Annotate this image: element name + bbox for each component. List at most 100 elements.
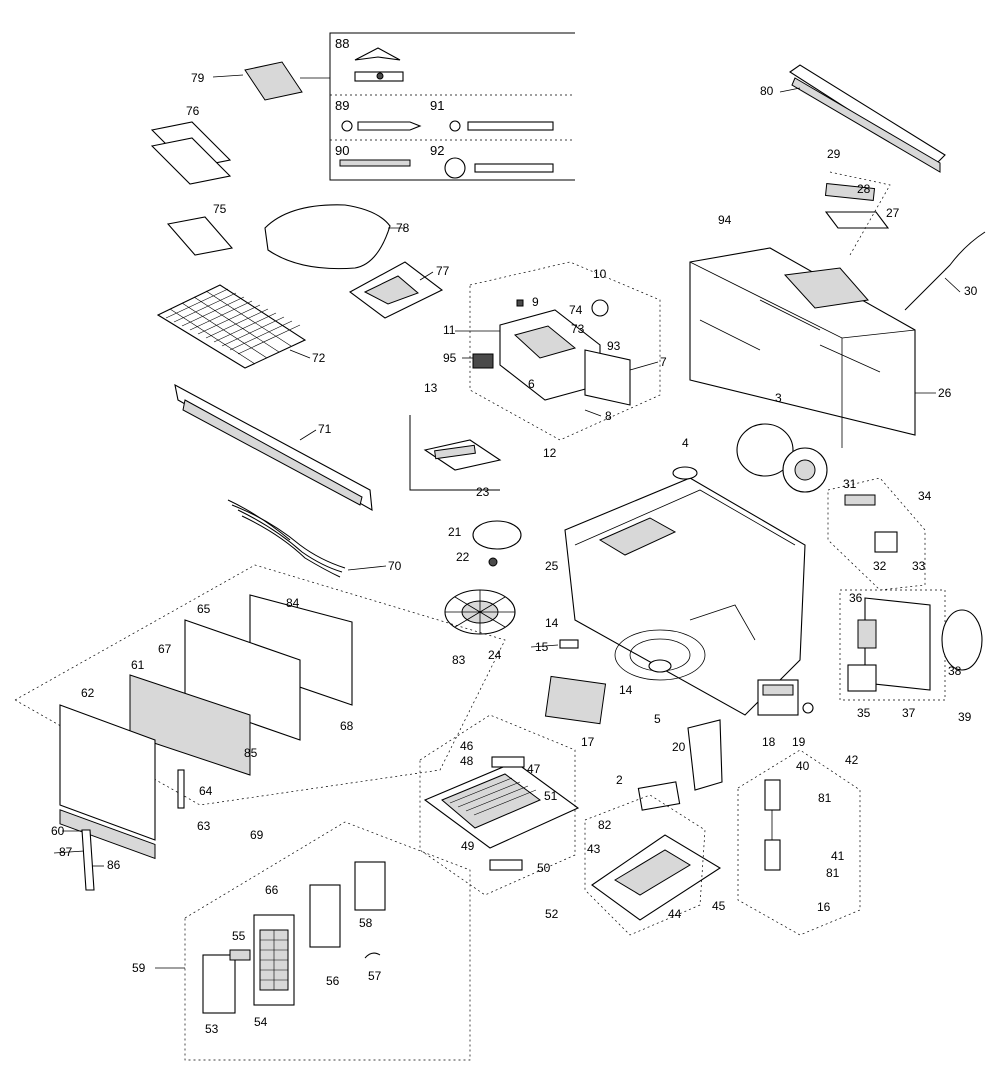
label-part-29: 29 [827, 147, 841, 161]
label-part-14b: 14 [619, 683, 633, 697]
accessory-kit-group [212, 32, 575, 181]
label-part-63: 63 [197, 819, 211, 833]
label-part-6: 6 [528, 377, 535, 391]
part-91-bolt [449, 120, 554, 132]
label-part-82: 82 [598, 818, 612, 832]
part-18-transformer [757, 679, 799, 716]
label-part-64: 64 [199, 784, 213, 798]
part-50-lens [489, 859, 523, 871]
label-part-68: 68 [340, 719, 354, 733]
part-78-tray-ring [264, 204, 391, 270]
part-72-wire-rack [156, 284, 307, 369]
label-part-76: 76 [186, 104, 200, 118]
label-part-44: 44 [668, 907, 682, 921]
label-part-18: 18 [762, 735, 776, 749]
label-part-50: 50 [537, 861, 551, 875]
part-79-bag [244, 61, 303, 101]
label-part-56: 56 [326, 974, 340, 988]
part-51-bottom-panel [423, 761, 580, 849]
label-part-34: 34 [918, 489, 932, 503]
label-part-32: 32 [873, 559, 887, 573]
part-20-chute [687, 719, 723, 791]
label-part-2: 2 [616, 773, 623, 787]
label-part-72: 72 [312, 351, 326, 365]
part-24-turntable-roller [444, 589, 516, 635]
control-circuit-group [469, 261, 661, 441]
label-part-73: 73 [571, 322, 585, 336]
label-part-70: 70 [388, 559, 402, 573]
oven-cavity [564, 477, 806, 716]
label-part-22: 22 [456, 550, 470, 564]
label-part-15: 15 [535, 640, 549, 654]
label-part-57: 57 [368, 969, 382, 983]
label-part-92: 92 [430, 143, 444, 158]
label-part-19: 19 [792, 735, 806, 749]
label-part-36: 36 [849, 591, 863, 605]
label-part-14a: 14 [545, 616, 559, 630]
label-part-83: 83 [452, 653, 466, 667]
label-part-65: 65 [197, 602, 211, 616]
part-89-screw [341, 120, 422, 132]
label-part-77: 77 [436, 264, 450, 278]
label-part-75: 75 [213, 202, 227, 216]
label-part-38: 38 [948, 664, 962, 678]
label-part-30: 30 [964, 284, 978, 298]
label-part-8: 8 [605, 409, 612, 423]
part-19-diode [802, 702, 814, 714]
label-part-85: 85 [244, 746, 258, 760]
part-56-board [309, 884, 341, 948]
label-part-31: 31 [843, 477, 857, 491]
part-48-lamp [491, 756, 525, 768]
label-part-5: 5 [654, 712, 661, 726]
part-32-thermostat [874, 531, 898, 553]
part-9-switch [516, 299, 524, 307]
part-2-capacitor [637, 781, 681, 811]
part-22-shaft [488, 557, 498, 567]
label-part-95: 95 [443, 351, 457, 365]
part-54-control-panel [253, 914, 295, 1006]
part-26-outer-case [689, 247, 916, 448]
label-part-91: 91 [430, 98, 444, 113]
label-part-81b: 81 [826, 866, 840, 880]
part-42-interlock-assy [737, 749, 861, 936]
label-part-81a: 81 [818, 791, 832, 805]
label-part-21: 21 [448, 525, 462, 539]
label-part-71: 71 [318, 422, 332, 436]
part-80-top-bracket [789, 64, 946, 173]
label-part-40: 40 [796, 759, 810, 773]
part-76-filters [150, 121, 232, 185]
part-3-fan-motor [736, 423, 828, 493]
label-part-66: 66 [265, 883, 279, 897]
leader-lines [53, 87, 961, 969]
part-86-handle [81, 829, 95, 891]
label-part-48: 48 [460, 754, 474, 768]
part-63-hinge [177, 769, 185, 809]
label-part-88: 88 [335, 36, 349, 51]
label-part-86: 86 [107, 858, 121, 872]
label-part-55: 55 [232, 929, 246, 943]
label-part-54: 54 [254, 1015, 268, 1029]
label-part-90: 90 [335, 143, 349, 158]
part-labels: 2 3 4 5 6 7 8 9 10 11 12 13 14 14 15 16 … [51, 36, 978, 1036]
label-part-20: 20 [672, 740, 686, 754]
label-part-59: 59 [132, 961, 146, 975]
label-part-62: 62 [81, 686, 95, 700]
part-92-toggle-bolt [444, 157, 554, 179]
label-part-93: 93 [607, 339, 621, 353]
label-part-24: 24 [488, 648, 502, 662]
label-part-42: 42 [845, 753, 859, 767]
part-13-damper-assy [409, 415, 502, 491]
label-part-47: 47 [527, 762, 541, 776]
label-part-12: 12 [543, 446, 557, 460]
label-part-84: 84 [286, 596, 300, 610]
label-part-10: 10 [593, 267, 607, 281]
label-part-3: 3 [775, 391, 782, 405]
part-58-board [354, 861, 386, 911]
label-part-27: 27 [886, 206, 900, 220]
label-part-26: 26 [938, 386, 952, 400]
part-30-power-cord [904, 231, 986, 311]
part-10-fuse [591, 299, 609, 317]
label-part-52: 52 [545, 907, 559, 921]
part-75-filter [166, 216, 234, 256]
